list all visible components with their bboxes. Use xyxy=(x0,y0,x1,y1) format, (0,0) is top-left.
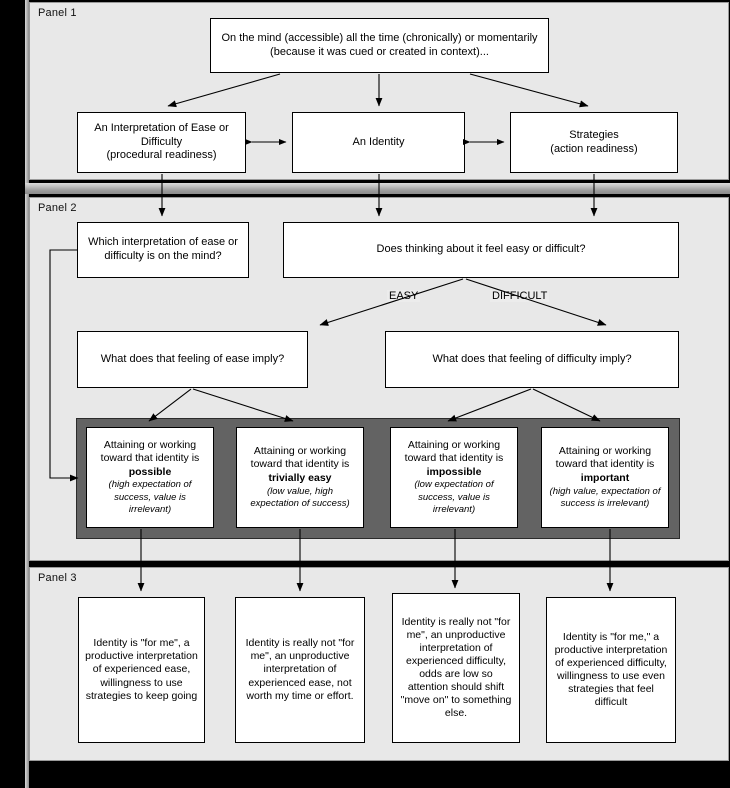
panel3-box-2-text: Identity is really not "for me", an unpr… xyxy=(245,637,355,702)
panel2-does-thinking-text: Does thinking about it feel easy or diff… xyxy=(376,243,586,256)
panel2-which-interpretation-box: Which interpretation of ease or difficul… xyxy=(77,222,249,278)
panel1-interpretation-box: An Interpretation of Ease or Difficulty … xyxy=(77,112,246,173)
panel-separator-1-2 xyxy=(25,183,730,194)
panel2-ease-imply-box: What does that feeling of ease imply? xyxy=(77,331,308,388)
outcome-box-possible: Attaining or working toward that identit… xyxy=(86,427,214,528)
panel1-strategies-box: Strategies (action readiness) xyxy=(510,112,678,173)
panel3-box-1: Identity is "for me", a productive inter… xyxy=(78,597,205,743)
panel1-identity-box: An Identity xyxy=(292,112,465,173)
outcome-box-trivially-easy: Attaining or working toward that identit… xyxy=(236,427,364,528)
panel3-box-3: Identity is really not "for me", an unpr… xyxy=(392,593,520,743)
outcome-important-note: (high value, expectation of success is i… xyxy=(549,485,661,509)
branch-label-difficult: DIFFICULT xyxy=(490,290,550,302)
panel3-box-1-text: Identity is "for me", a productive inter… xyxy=(85,637,198,702)
outcome-trivially-easy-lead: Attaining or working toward that identit… xyxy=(250,444,350,471)
panel1-interpretation-line2: Difficulty xyxy=(140,135,183,148)
panel-2-label: Panel 2 xyxy=(38,202,77,214)
outcome-possible-lead: Attaining or working toward that identit… xyxy=(100,438,200,465)
outcome-important-lead: Attaining or working toward that identit… xyxy=(555,444,655,471)
outcome-possible-note: (high expectation of success, value is i… xyxy=(108,479,192,516)
panel1-interpretation-line3: (procedural readiness) xyxy=(106,149,217,162)
outcome-trivially-easy-key: trivially easy xyxy=(268,471,332,484)
panel2-does-thinking-box: Does thinking about it feel easy or diff… xyxy=(283,222,679,278)
panel3-box-4-text: Identity is "for me," a productive inter… xyxy=(554,630,668,709)
panel2-difficulty-imply-box: What does that feeling of difficulty imp… xyxy=(385,331,679,388)
panel1-identity-text: An Identity xyxy=(352,135,405,148)
outcome-box-impossible: Attaining or working toward that identit… xyxy=(390,427,518,528)
panel1-interpretation-line1: An Interpretation of Ease or xyxy=(94,121,229,134)
panel1-strategies-line1: Strategies xyxy=(569,128,619,141)
outcome-impossible-lead: Attaining or working toward that identit… xyxy=(404,438,504,465)
outcome-impossible-note: (low expectation of success, value is ir… xyxy=(414,479,494,516)
outcome-trivially-easy-note: (low value, high expectation of success) xyxy=(250,485,350,509)
panel2-difficulty-imply-text: What does that feeling of difficulty imp… xyxy=(432,352,632,365)
panel1-top-box: On the mind (accessible) all the time (c… xyxy=(210,18,549,73)
panel3-box-4: Identity is "for me," a productive inter… xyxy=(546,597,676,743)
panel1-strategies-line2: (action readiness) xyxy=(550,142,638,155)
outcome-possible-key: possible xyxy=(128,465,172,478)
panel2-ease-imply-text: What does that feeling of ease imply? xyxy=(100,352,285,365)
panel3-box-3-text: Identity is really not "for me", an unpr… xyxy=(400,615,512,720)
panel-3-label: Panel 3 xyxy=(38,572,77,584)
outcome-impossible-key: impossible xyxy=(426,465,482,478)
panel-1-label: Panel 1 xyxy=(38,7,77,19)
outcome-important-key: important xyxy=(580,471,630,484)
left-rail xyxy=(25,0,29,788)
outcome-box-important: Attaining or working toward that identit… xyxy=(541,427,669,528)
panel2-which-interpretation-text: Which interpretation of ease or difficul… xyxy=(88,236,238,262)
panel3-box-2: Identity is really not "for me", an unpr… xyxy=(235,597,365,743)
branch-label-easy: EASY xyxy=(387,290,421,302)
panel1-top-box-text: On the mind (accessible) all the time (c… xyxy=(221,31,538,58)
